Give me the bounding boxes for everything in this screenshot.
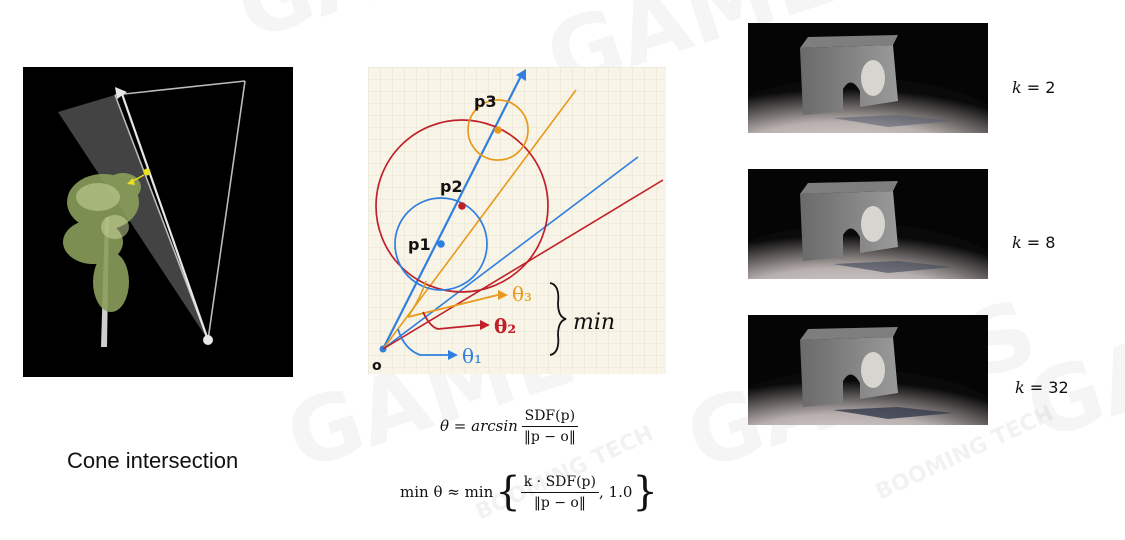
formula1-lhs: θ = arcsin: [440, 417, 518, 435]
label-theta2: θ₂: [494, 314, 516, 338]
sphere-tracing-sketch: p1 p2 p3 o θ₃ θ₂ θ₁ min: [368, 67, 666, 374]
cone-intersection-caption: Cone intersection: [67, 448, 239, 473]
k-label-32: k = 32: [1015, 378, 1069, 397]
formula2-close-brace: }: [632, 469, 658, 515]
label-p1: p1: [408, 235, 431, 254]
label-p3: p3: [474, 92, 497, 111]
formula-theta: θ = arcsin SDF(p) ‖p − o‖: [440, 402, 579, 450]
formula-min-theta: min θ ≈ min { k · SDF(p) ‖p − o‖ , 1.0 }: [400, 462, 658, 522]
formula2-numerator: k · SDF(p): [520, 474, 599, 493]
formula1-denominator: ‖p − o‖: [523, 428, 576, 445]
k-label-2: k = 2: [1012, 78, 1056, 97]
label-theta1: θ₁: [462, 344, 482, 368]
formula2-fraction: k · SDF(p) ‖p − o‖: [520, 474, 599, 511]
svg-text:GAMES104: GAMES104: [224, 0, 777, 61]
shadow-render-k2: [748, 23, 988, 133]
k-label-8: k = 8: [1012, 233, 1056, 252]
formula2-denominator: ‖p − o‖: [533, 494, 586, 511]
label-theta3: θ₃: [512, 282, 532, 306]
shadow-render-k32: [748, 315, 988, 425]
label-p2: p2: [440, 177, 463, 196]
cone-intersection-image: [23, 67, 293, 377]
label-min: min: [573, 310, 615, 335]
formula1-fraction: SDF(p) ‖p − o‖: [521, 408, 579, 445]
formula1-numerator: SDF(p): [521, 408, 579, 427]
shadow-render-k8: [748, 169, 988, 279]
formula2-lhs: min θ ≈ min: [400, 483, 494, 501]
formula2-tail: , 1.0: [598, 483, 633, 501]
formula2-open-brace: {: [495, 469, 521, 515]
label-origin: o: [372, 358, 382, 374]
